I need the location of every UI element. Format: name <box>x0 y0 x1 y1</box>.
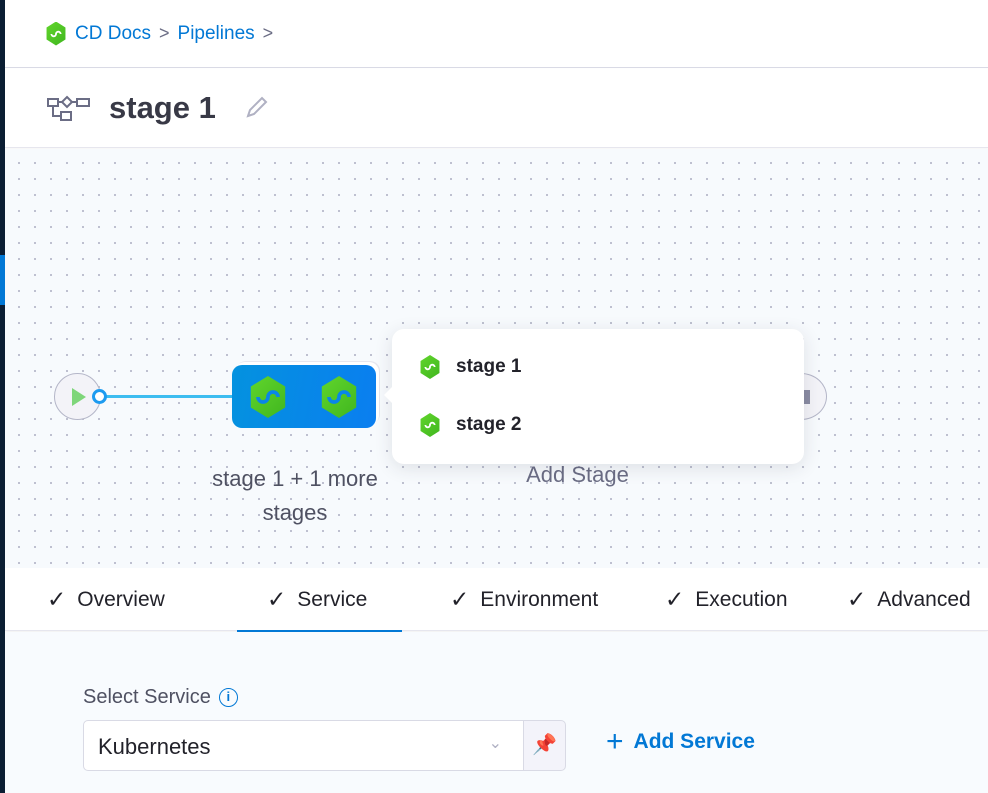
tab-execution[interactable]: ✓ Execution <box>665 568 788 631</box>
tab-service[interactable]: ✓ Service <box>236 568 403 633</box>
pin-icon[interactable]: 📌 <box>523 720 566 771</box>
popover-item-label: stage 1 <box>456 356 522 377</box>
service-panel: Select Service i Kubernetes ⌄ 📌 + Add Servi… <box>5 632 988 793</box>
breadcrumb: CD Docs > Pipelines > <box>5 0 988 68</box>
popover-item-stage-1[interactable]: stage 1 <box>419 355 521 379</box>
nav-active-indicator <box>0 255 5 305</box>
left-nav-strip <box>0 0 5 793</box>
tab-environment[interactable]: ✓ Environment <box>450 568 598 631</box>
stage-group-label: stage 1 + 1 more stages <box>212 466 378 525</box>
pipeline-stage-icon <box>47 95 90 121</box>
stage-group-node[interactable] <box>232 365 376 428</box>
add-service-button[interactable]: + Add Service <box>606 725 755 758</box>
check-icon: ✓ <box>450 586 470 612</box>
tab-overview[interactable]: ✓ Overview <box>47 568 165 631</box>
stage-2-icon <box>321 376 357 418</box>
cd-module-icon <box>46 21 66 46</box>
tab-label: Service <box>297 587 368 611</box>
tab-label: Advanced <box>877 587 971 611</box>
check-icon: ✓ <box>665 586 685 612</box>
stage-group-popover: stage 1 stage 2 <box>384 329 804 464</box>
edit-pencil-icon[interactable] <box>242 94 270 122</box>
popover-item-label: stage 2 <box>456 414 522 435</box>
breadcrumb-separator: > <box>159 23 170 43</box>
connector-port[interactable] <box>92 389 107 404</box>
check-icon: ✓ <box>47 586 67 612</box>
breadcrumb-separator: > <box>262 23 274 43</box>
check-icon: ✓ <box>267 586 287 612</box>
tab-label: Execution <box>695 587 788 611</box>
select-service-label: Select Service i <box>83 686 238 709</box>
stage-header: stage 1 <box>5 69 988 148</box>
pipeline-canvas[interactable]: stage 1 + 1 more stages Add Stage stage … <box>5 149 988 568</box>
service-select[interactable]: Kubernetes ⌄ <box>83 720 525 771</box>
breadcrumb-pipelines[interactable]: Pipelines <box>177 22 255 44</box>
info-icon[interactable]: i <box>218 688 238 707</box>
popover-item-stage-2[interactable]: stage 2 <box>419 413 521 437</box>
stage-icon <box>420 355 440 379</box>
label-text: Select Service <box>83 686 211 708</box>
chevron-down-icon: ⌄ <box>488 735 502 752</box>
stage-icon <box>420 413 440 437</box>
stage-tabs: ✓ Overview ✓ Service ✓ Environment ✓ Executi… <box>5 568 988 633</box>
check-icon: ✓ <box>847 586 867 612</box>
stage-1-icon <box>250 376 286 418</box>
tab-label: Environment <box>480 587 599 611</box>
tab-advanced[interactable]: ✓ Advanced <box>847 568 971 631</box>
add-service-label: Add Service <box>633 730 755 753</box>
breadcrumb-cd-docs[interactable]: CD Docs <box>75 22 152 44</box>
page-title: stage 1 <box>109 90 216 125</box>
service-select-value: Kubernetes <box>98 734 211 759</box>
connector-line <box>106 395 233 398</box>
plus-icon: + <box>606 725 624 758</box>
add-stage-button[interactable]: Add Stage <box>526 462 629 487</box>
tab-label: Overview <box>77 587 165 611</box>
